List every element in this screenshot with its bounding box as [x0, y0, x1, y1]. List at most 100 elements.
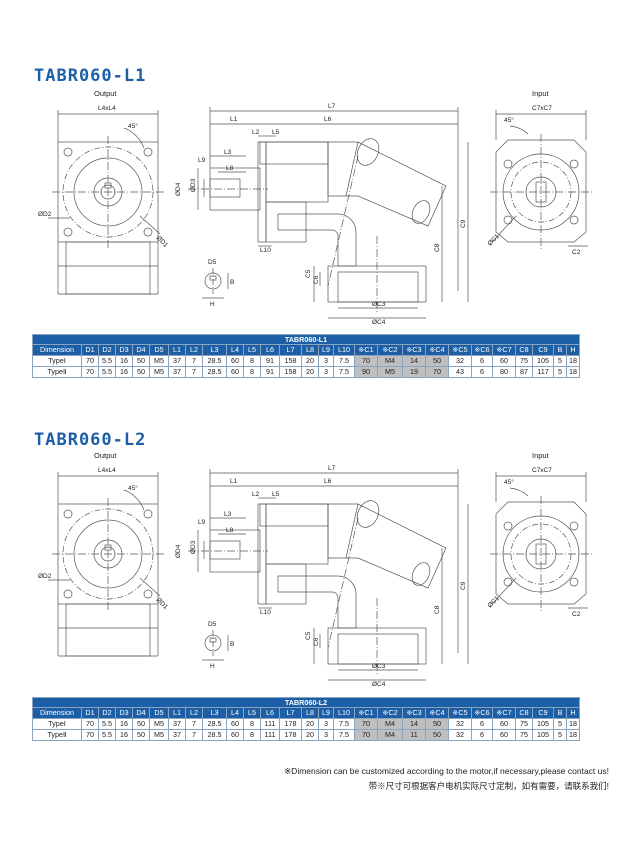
- table-cell: 50: [132, 355, 150, 367]
- table-header-cell: ※C2: [377, 707, 403, 719]
- table-header-cell: D5: [149, 707, 169, 719]
- input-label: Input: [532, 451, 550, 460]
- table-cell: 75: [515, 355, 533, 367]
- table-header-cell: ※C6: [471, 707, 493, 719]
- l4xl4-label: L4xL4: [98, 467, 116, 474]
- table-header-cell: L6: [260, 344, 280, 356]
- table-cell: 60: [226, 366, 244, 378]
- footer-note-cn: 带※尺寸可根据客户电机实际尺寸定制，如有需要，请联系我们!: [368, 781, 609, 791]
- table-cell: 70: [354, 729, 378, 741]
- table-cell: 178: [279, 729, 302, 741]
- l7-label: L7: [328, 465, 336, 472]
- row-label: TypeⅡ: [32, 366, 82, 378]
- side-base: [327, 627, 427, 665]
- table-header-cell: D4: [132, 707, 150, 719]
- d3-label: ØD3: [190, 540, 197, 554]
- c7xc7-label: C7xC7: [532, 467, 552, 474]
- table-cell: M5: [377, 366, 403, 378]
- table-cell: 16: [115, 729, 133, 741]
- table-header-cell: L4: [226, 707, 244, 719]
- table-cell: 37: [168, 366, 186, 378]
- table-header-cell: H: [566, 707, 580, 719]
- table-cell: 70: [81, 729, 99, 741]
- table-cell: 6: [471, 366, 493, 378]
- table-cell: 28.5: [202, 366, 227, 378]
- output-label: Output: [94, 451, 117, 460]
- angle2-label: 45°: [504, 478, 514, 486]
- table-header-cell: C8: [515, 344, 533, 356]
- table-header-cell: D1: [81, 707, 99, 719]
- table-cell: 37: [168, 729, 186, 741]
- table-cell: 7.5: [333, 366, 355, 378]
- table-cell: 19: [402, 366, 426, 378]
- table-cell: M4: [377, 718, 403, 730]
- table-cell: 5.5: [98, 366, 116, 378]
- l9-label: L9: [198, 157, 206, 164]
- table-cell: 50: [132, 366, 150, 378]
- side-base: [327, 265, 427, 303]
- table-caption: TABR060-L2: [32, 697, 580, 708]
- table-cell: 18: [566, 355, 580, 367]
- table-header-cell: L9: [318, 344, 334, 356]
- table-header-cell: L1: [168, 707, 186, 719]
- table-cell: 16: [115, 355, 133, 367]
- side-top-flange: [259, 141, 329, 165]
- table-cell: 20: [301, 366, 319, 378]
- c6-label: C6: [313, 637, 320, 646]
- l8-label: L8: [226, 527, 234, 534]
- row-label: TypeⅡ: [32, 729, 82, 741]
- c3-label: ØC3: [372, 301, 386, 308]
- table-cell: 60: [226, 355, 244, 367]
- table-header-cell: Dimension: [32, 707, 82, 719]
- section-title-1: TABR060-L1: [34, 66, 147, 86]
- table-cell: 8: [243, 718, 261, 730]
- table-header-cell: ※C3: [402, 707, 426, 719]
- l9-label: L9: [198, 519, 206, 526]
- technical-drawing: Output L4xL4 45° ØD2 ØD1 L7 L1 L6 L2 L5 …: [38, 451, 592, 688]
- table-header-cell: C9: [532, 344, 554, 356]
- table-header-cell: L6: [260, 707, 280, 719]
- table-header-cell: L7: [279, 707, 302, 719]
- table-cell: 8: [243, 366, 261, 378]
- table-cell: 70: [81, 366, 99, 378]
- table-cell: 16: [115, 718, 133, 730]
- tilted-input-housing: [327, 503, 447, 589]
- table-header-cell: L10: [333, 344, 355, 356]
- table-cell: 5.5: [98, 729, 116, 741]
- l5-label: L5: [272, 491, 280, 498]
- l1-label: L1: [230, 116, 238, 123]
- table-header-cell: L4: [226, 344, 244, 356]
- l10-label: L10: [260, 247, 271, 254]
- table-cell: 105: [532, 729, 554, 741]
- d2-label: ØD2: [38, 573, 52, 580]
- table-cell: 91: [260, 366, 280, 378]
- table-header-cell: ※C4: [425, 344, 449, 356]
- table-cell: 32: [448, 355, 472, 367]
- table-cell: 70: [425, 366, 449, 378]
- table-header-cell: L3: [202, 707, 227, 719]
- table-header-cell: L1: [168, 344, 186, 356]
- table-cell: 7.5: [333, 718, 355, 730]
- table-cell: 178: [279, 718, 302, 730]
- table-header-cell: D2: [98, 344, 116, 356]
- l2-label: L2: [252, 129, 260, 136]
- table-cell: 8: [243, 355, 261, 367]
- table-cell: 5: [553, 366, 567, 378]
- table-caption: TABR060-L1: [32, 334, 580, 345]
- c7xc7-label: C7xC7: [532, 105, 552, 112]
- l6-label: L6: [324, 478, 332, 485]
- c2-label: C2: [572, 249, 581, 256]
- table-cell: 5.5: [98, 718, 116, 730]
- l3-label: L3: [224, 511, 232, 518]
- table-cell: 111: [260, 718, 280, 730]
- side-top-flange: [259, 503, 329, 527]
- c9-label: C9: [460, 581, 467, 590]
- table-cell: 5.5: [98, 355, 116, 367]
- table-header-cell: L5: [243, 707, 261, 719]
- h-label: H: [210, 663, 215, 670]
- table-cell: 18: [566, 366, 580, 378]
- table-cell: 6: [471, 718, 493, 730]
- c6-label: C6: [313, 275, 320, 284]
